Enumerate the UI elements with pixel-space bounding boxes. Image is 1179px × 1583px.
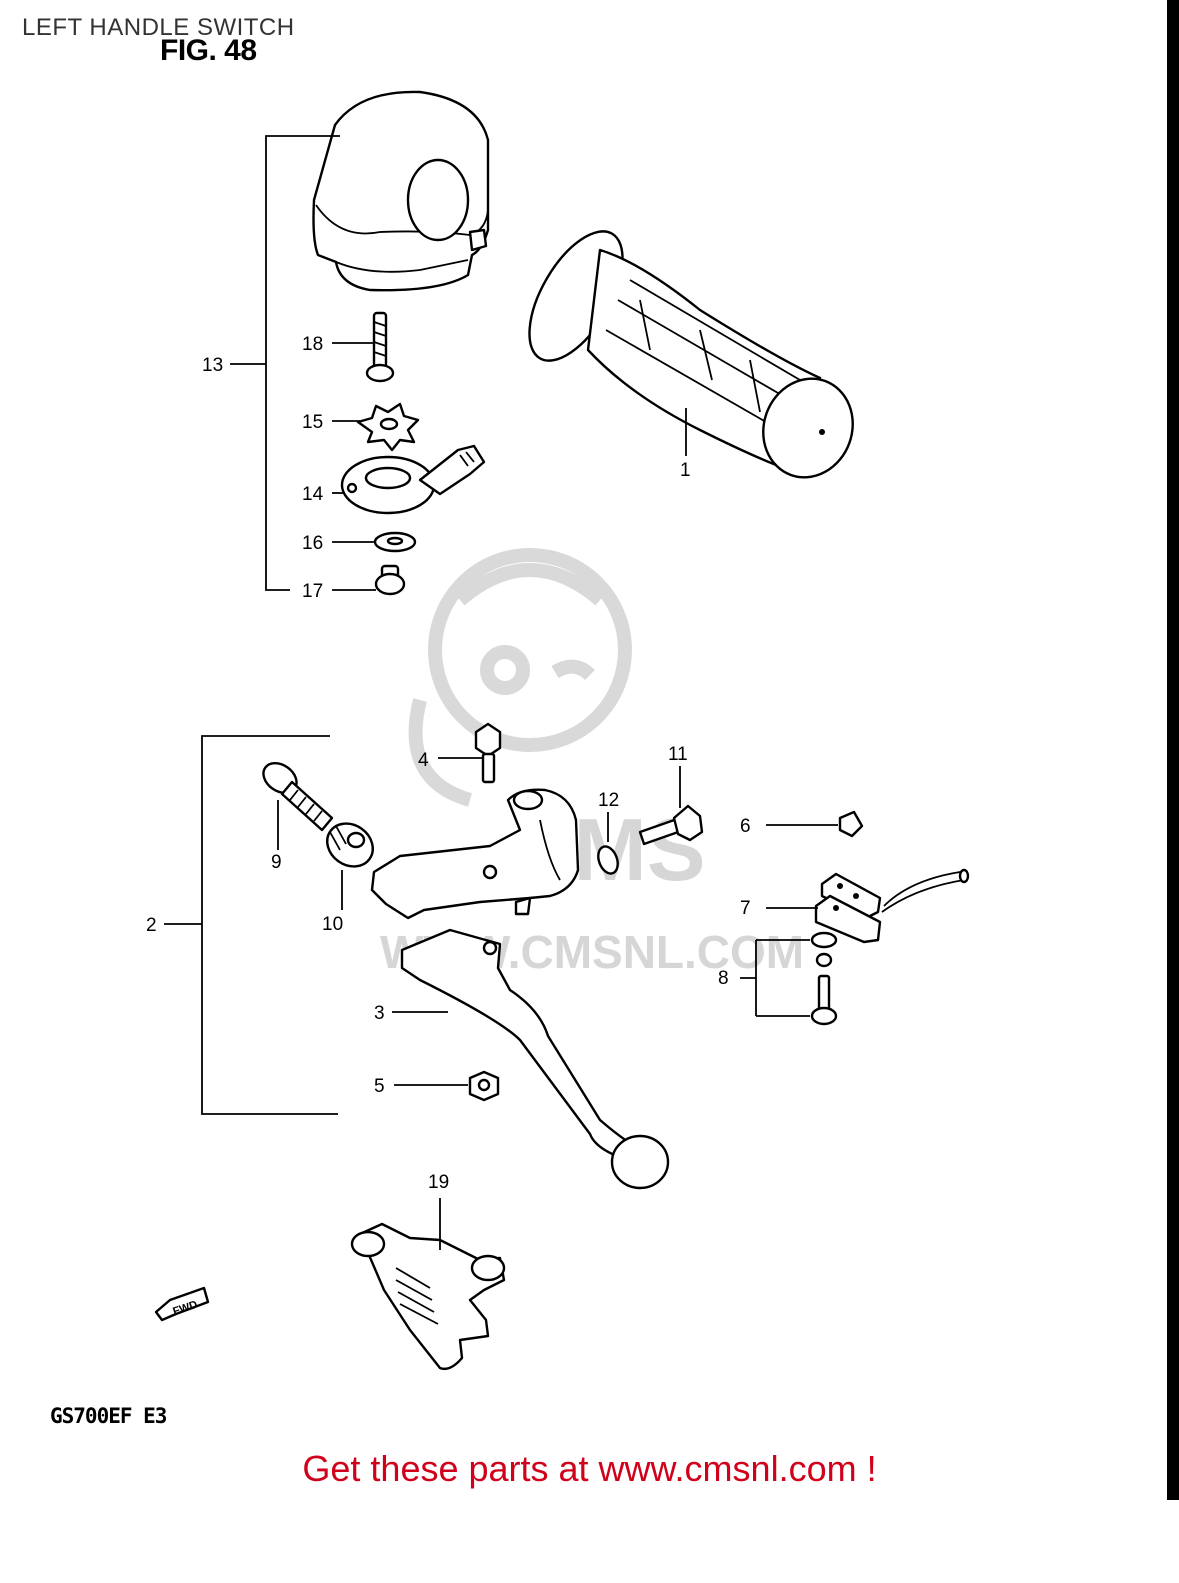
callout-6: 6 — [740, 816, 751, 837]
bracket-13 — [265, 135, 340, 591]
part-10-lock-nut — [326, 822, 374, 868]
part-7-clutch-switch — [814, 868, 970, 944]
callout-18: 18 — [302, 334, 323, 355]
part-14-choke-lever — [340, 444, 486, 515]
figure-label: FIG. 48 — [160, 34, 257, 67]
callout-1: 1 — [680, 460, 691, 481]
right-border — [1167, 0, 1179, 1500]
part-16-washer — [373, 531, 417, 553]
callout-3: 3 — [374, 1003, 385, 1024]
part-8-screw-set — [810, 931, 838, 1026]
part-13-switch-housing — [312, 90, 490, 292]
watermark-mascot-head — [428, 548, 632, 752]
model-code: GS700EF E3 — [50, 1404, 167, 1428]
part-11-bolt — [638, 804, 704, 846]
callout-15: 15 — [302, 412, 323, 433]
watermark-mascot-eye — [480, 645, 530, 695]
parts-diagram: CMS WWW.CMSNL.COM — [146, 90, 970, 1371]
part-5-nut — [468, 1070, 500, 1102]
watermark-mascot-goggles — [455, 563, 605, 606]
watermark-mascot-wink — [551, 659, 595, 681]
bracket-2 — [201, 735, 338, 1115]
page-title: LEFT HANDLE SWITCH — [22, 14, 295, 41]
callout-8: 8 — [718, 968, 729, 989]
callout-4: 4 — [418, 750, 429, 771]
callout-9: 9 — [271, 852, 282, 873]
part-6-clip — [838, 810, 864, 838]
callout-10: 10 — [322, 914, 343, 935]
part-12-washer — [597, 845, 619, 875]
watermark-mascot-arm — [408, 698, 473, 807]
callout-labels: 13 18 15 14 16 17 1 4 11 12 6 9 10 2 7 8… — [146, 334, 751, 1193]
part-17-screw — [374, 564, 406, 596]
part-18-screw — [365, 311, 395, 383]
part-4-pivot-bolt — [474, 722, 502, 784]
footer-link[interactable]: Get these parts at www.cmsnl.com ! — [302, 1448, 877, 1489]
part-3-clutch-lever — [400, 928, 670, 1190]
part-15-star-washer — [356, 402, 420, 452]
part-1-grip — [528, 230, 854, 479]
callout-13: 13 — [202, 355, 223, 376]
callout-12: 12 — [598, 790, 619, 811]
callout-19: 19 — [428, 1172, 449, 1193]
callout-16: 16 — [302, 533, 323, 554]
callout-11: 11 — [668, 744, 688, 765]
callout-17: 17 — [302, 581, 323, 602]
bracket-8 — [740, 939, 810, 1017]
callout-14: 14 — [302, 484, 324, 505]
lever-holder-body — [370, 788, 580, 920]
callout-5: 5 — [374, 1076, 385, 1097]
callout-2: 2 — [146, 915, 157, 936]
part-19-lever-guard — [350, 1222, 506, 1371]
fwd-arrow-graphic: FWD — [154, 1286, 210, 1322]
callout-7: 7 — [740, 898, 751, 919]
part-9-adjuster-bolt — [262, 761, 334, 832]
